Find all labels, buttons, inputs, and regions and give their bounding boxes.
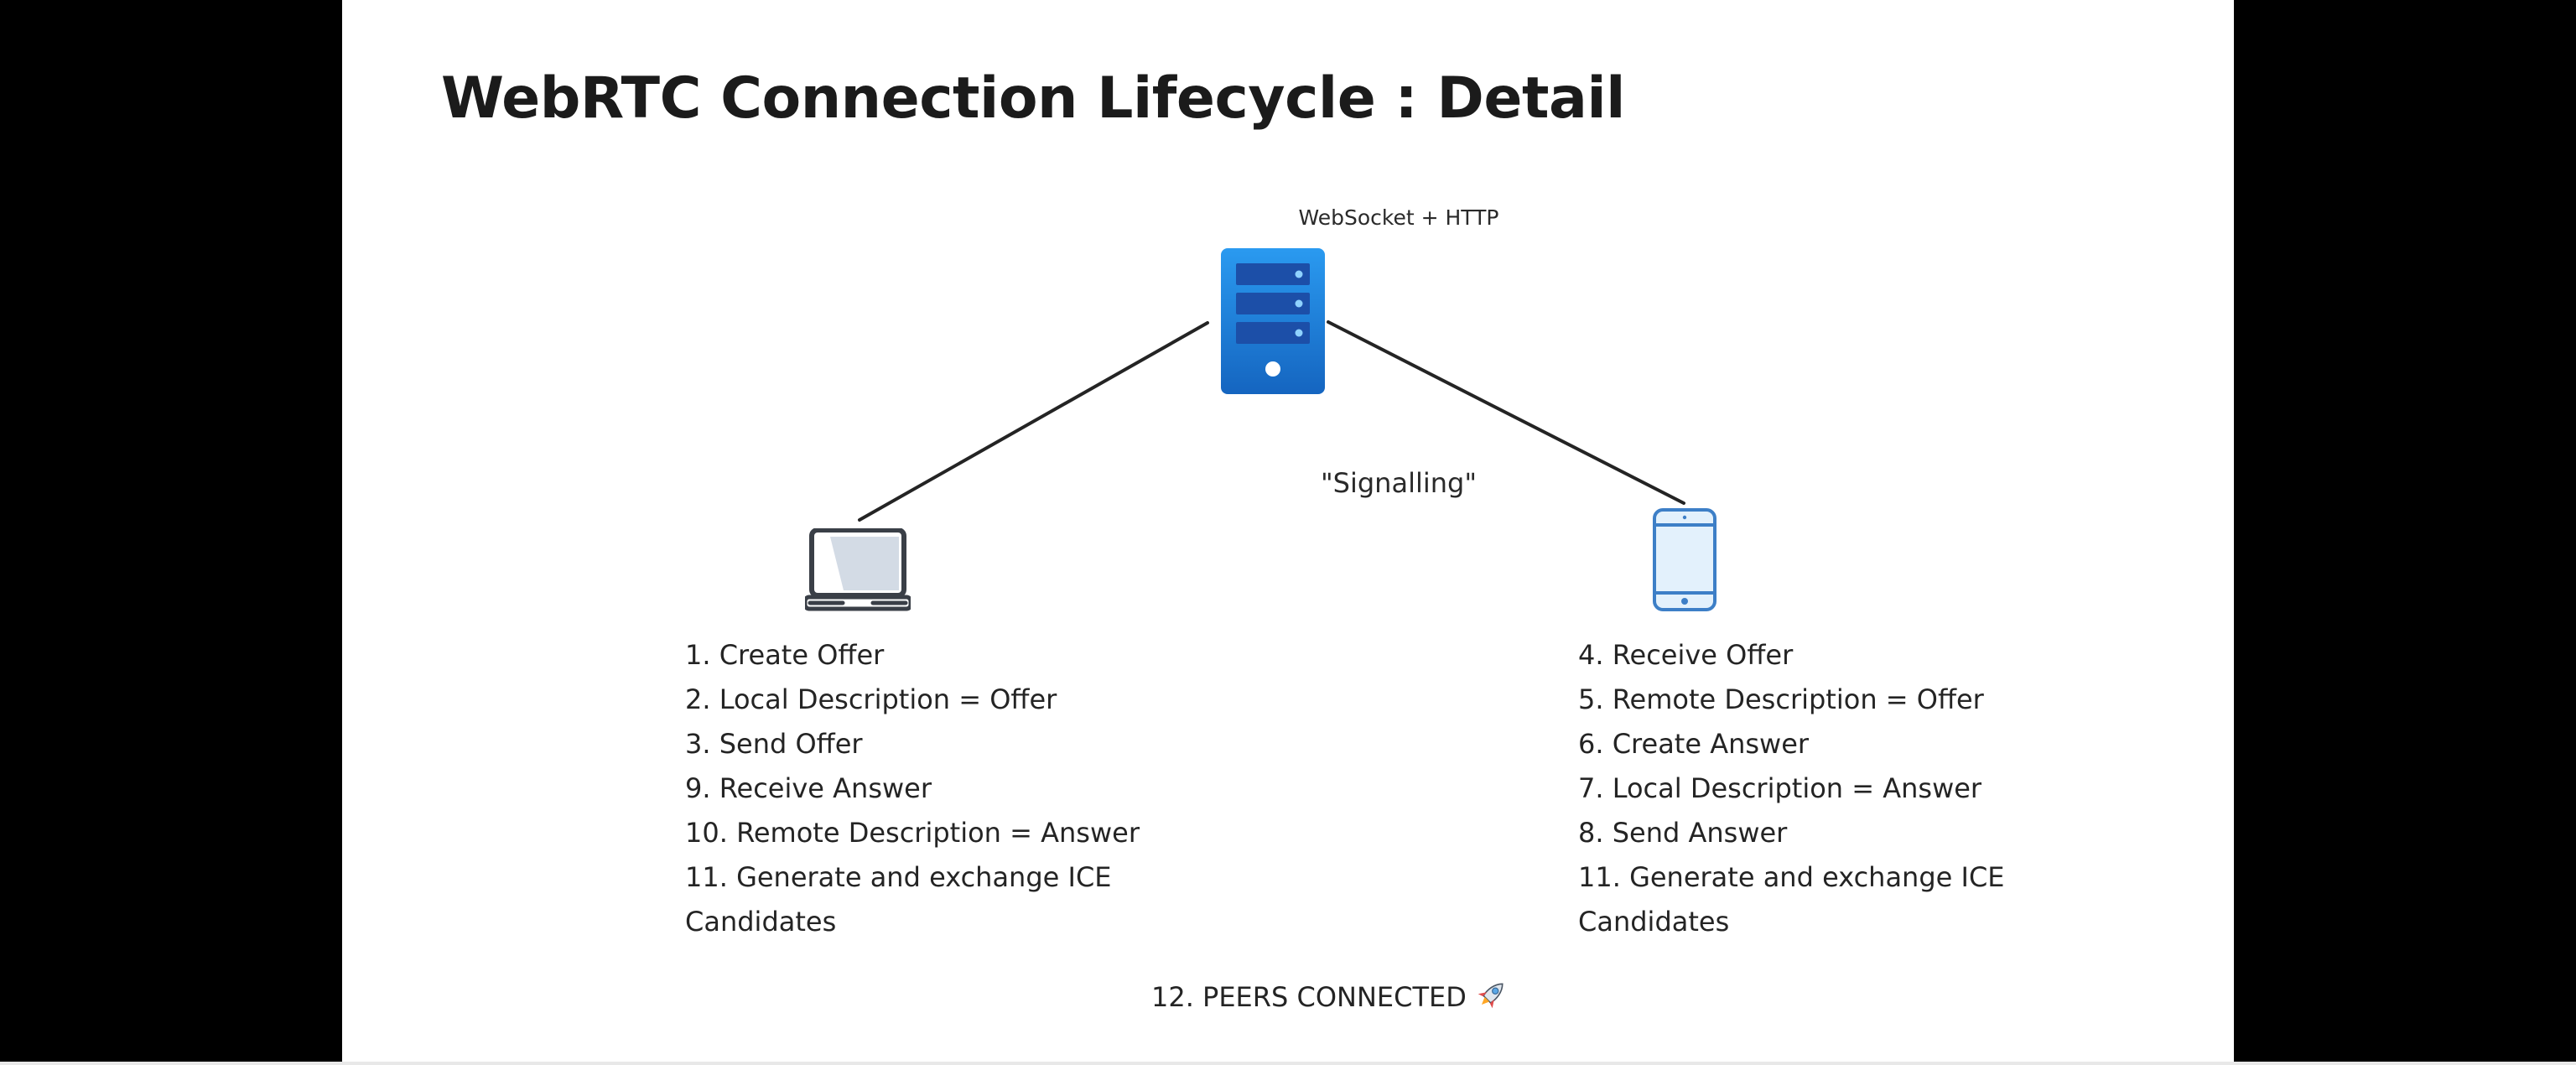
list-item: 7. Local Description = Answer <box>1578 772 1982 804</box>
list-item: 6. Create Answer <box>1578 728 1810 760</box>
list-item: 2. Local Description = Offer <box>685 683 1057 715</box>
footer-text: 12. PEERS CONNECTED <box>1150 981 1467 1013</box>
list-item: 11. Generate and exchange ICE <box>685 861 1112 893</box>
list-item: 1. Create Offer <box>685 639 885 671</box>
list-item: Candidates <box>1578 906 1730 938</box>
list-item: 11. Generate and exchange ICE <box>1578 861 2005 893</box>
line-server-to-laptop <box>858 321 1209 522</box>
list-item: 8. Send Answer <box>1578 817 1788 849</box>
rocket-icon <box>1478 983 1504 1009</box>
server-icon <box>1221 248 1325 394</box>
list-item: 5. Remote Description = Offer <box>1578 683 1984 715</box>
slide: WebRTC Connection Lifecycle : Detail Web… <box>342 0 2234 1062</box>
server-label: WebSocket + HTTP <box>1298 205 1499 230</box>
smartphone-icon <box>1653 508 1716 611</box>
signalling-label: "Signalling" <box>1320 467 1478 499</box>
list-item: 10. Remote Description = Answer <box>685 817 1140 849</box>
footer-status: 12. PEERS CONNECTED <box>1078 978 1581 1013</box>
list-item: 3. Send Offer <box>685 728 863 760</box>
list-item: 4. Receive Offer <box>1578 639 1794 671</box>
slide-title: WebRTC Connection Lifecycle : Detail <box>441 65 1625 132</box>
laptop-icon <box>805 528 911 611</box>
letterbox-right <box>2234 0 2576 1065</box>
list-item: Candidates <box>685 906 837 938</box>
bottom-strip <box>0 1062 2576 1065</box>
right-peer-steps: 4. Receive Offer 5. Remote Description =… <box>1578 633 2048 944</box>
letterbox-left <box>0 0 342 1065</box>
left-peer-steps: 1. Create Offer 2. Local Description = O… <box>685 633 1155 944</box>
list-item: 9. Receive Answer <box>685 772 932 804</box>
